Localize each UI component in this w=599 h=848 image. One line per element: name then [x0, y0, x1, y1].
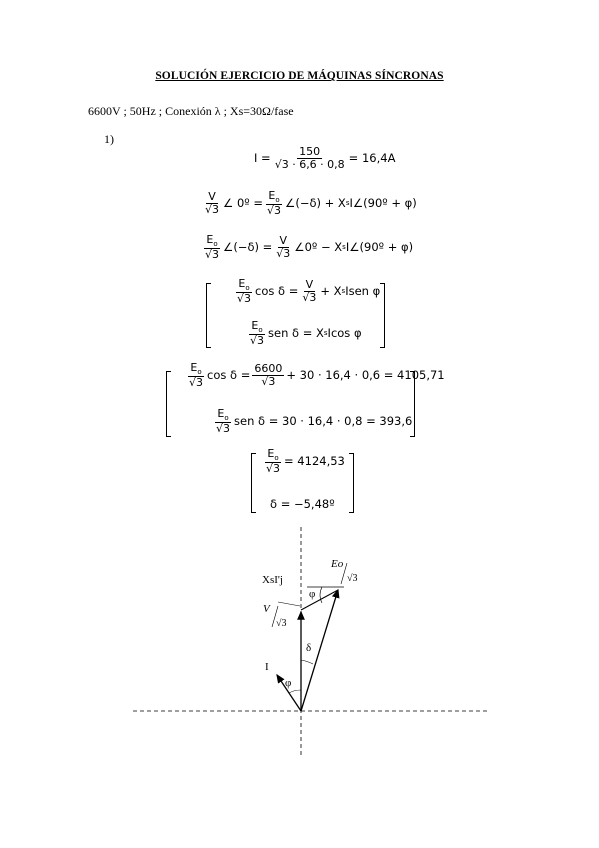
e-phasor	[300, 588, 340, 712]
i-label: I	[265, 661, 269, 673]
equation-system2-sen: Eo√3 sen δ = 30 · 16,4 · 0,8 = 393,6	[215, 407, 413, 436]
v-sqrt3-label: √3	[276, 618, 287, 629]
bracket-right-3	[349, 453, 354, 513]
bracket-right-2	[410, 371, 415, 437]
eq1-lhs: I =	[254, 151, 271, 166]
eq1-denominator: 3 · 6,6 · 0,8	[281, 157, 345, 171]
xsij-segment	[300, 589, 339, 611]
phasor-diagram: XsI'j φ V √3 Eo √3 δ I φ	[133, 527, 490, 755]
eq1-fraction: 150 √3 · 6,6 · 0,8	[274, 145, 345, 171]
equation-result-e: Eo√3 = 4124,53	[265, 447, 345, 476]
item-number: 1)	[104, 132, 114, 146]
bracket-left-2	[166, 371, 171, 437]
equation-system2-cos: Eo√3 cos δ = 6600√3 + 30 · 16,4 · 0,6 = …	[188, 361, 445, 390]
xsij-label: XsI'j	[262, 574, 283, 586]
bracket-left-1	[206, 283, 211, 348]
e-label: Eo	[330, 558, 344, 570]
bracket-right-1	[380, 283, 385, 348]
eq1-result: = 16,4A	[348, 151, 396, 166]
document-title: SOLUCIÓN EJERCICIO DE MÁQUINAS SÍNCRONAS	[155, 70, 444, 82]
v-label: V	[263, 603, 271, 615]
phi-top-label: φ	[309, 588, 315, 600]
delta-label: δ	[306, 642, 311, 654]
phi-arc-bottom	[288, 689, 302, 694]
equation-current: I = 150 √3 · 6,6 · 0,8 = 16,4A	[254, 146, 395, 170]
delta-arc	[300, 659, 314, 665]
given-data: 6600V ; 50Hz ; Conexión λ ; Xs=30Ω/fase	[88, 104, 294, 118]
eq1-numerator: 150	[297, 145, 323, 159]
e-sqrt3-label: √3	[347, 573, 358, 584]
bracket-left-3	[251, 453, 256, 513]
equation-result-delta: δ = −5,48º	[270, 497, 335, 511]
phi-arc-top	[319, 586, 323, 604]
xsij-leader	[277, 601, 301, 607]
phi-bottom-label: φ	[285, 677, 291, 689]
